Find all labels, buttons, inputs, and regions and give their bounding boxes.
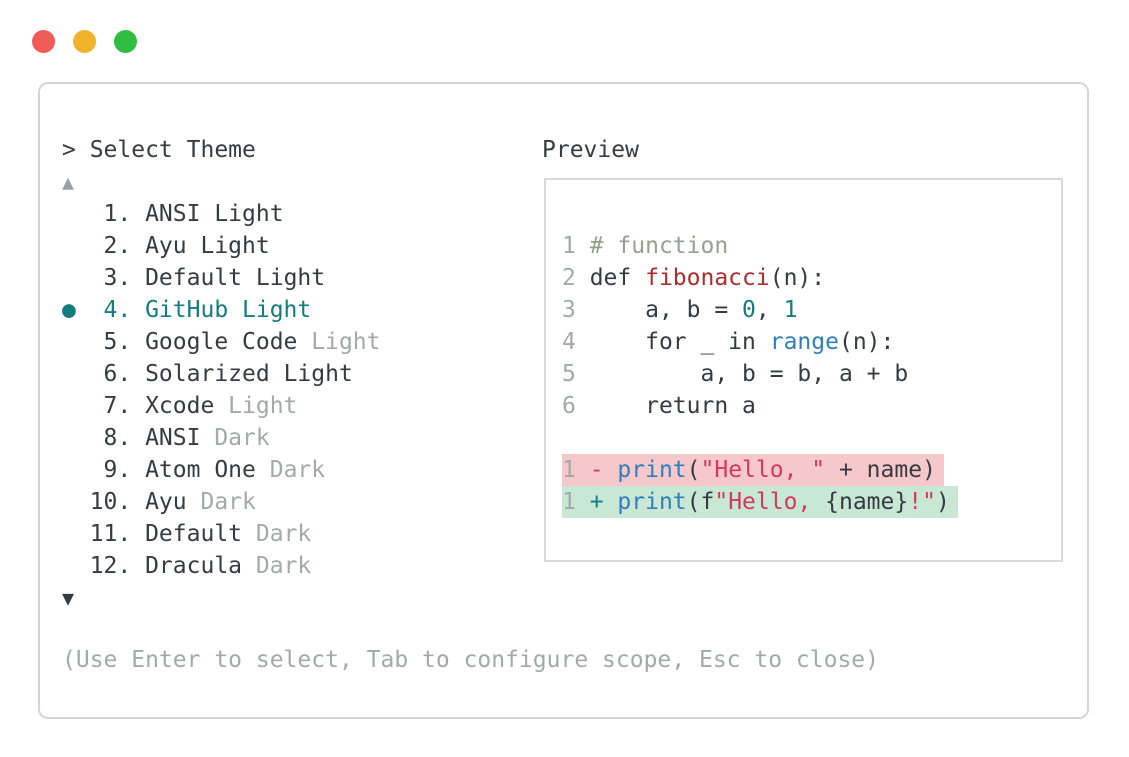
preview-box: 1 # function 2 def fibonacci(n): 3 a, b = … (544, 178, 1063, 562)
theme-select-column: > Select Theme ▲ 1. ANSI Light 2. Ayu Li… (62, 134, 381, 614)
code-preview: 1 # function 2 def fibonacci(n): 3 a, b = … (562, 230, 1061, 518)
theme-item-12[interactable]: 12. Dracula Dark (62, 553, 312, 579)
code-line: 5 a, b = b, a + b (562, 361, 909, 387)
scroll-up-icon[interactable]: ▲ (62, 170, 75, 194)
code-line: 4 for _ in range(n): (562, 329, 895, 355)
code-line: 3 a, b = 0, 1 (562, 297, 798, 323)
window-controls (32, 30, 137, 53)
close-button[interactable] (32, 30, 55, 53)
theme-item-1[interactable]: 1. ANSI Light (62, 201, 284, 227)
code-line-added: 1 + print(f"Hello, {name}!") (562, 486, 1061, 518)
preview-title: Preview (542, 137, 639, 163)
theme-item-5[interactable]: 5. Google Code Light (62, 329, 381, 355)
theme-item-9[interactable]: 9. Atom One Dark (62, 457, 326, 483)
select-theme-prompt: > Select Theme (62, 137, 256, 163)
code-line (562, 422, 1061, 454)
theme-item-11[interactable]: 11. Default Dark (62, 521, 312, 547)
scroll-down-icon[interactable]: ▼ (62, 586, 75, 610)
theme-item-2[interactable]: 2. Ayu Light (62, 233, 270, 259)
code-line-removed: 1 - print("Hello, " + name) (562, 454, 1061, 486)
theme-item-7[interactable]: 7. Xcode Light (62, 393, 298, 419)
theme-item-8[interactable]: 8. ANSI Dark (62, 425, 270, 451)
footer-hint: (Use Enter to select, Tab to configure s… (62, 647, 879, 673)
theme-item-10[interactable]: 10. Ayu Dark (62, 489, 256, 515)
theme-item-6[interactable]: 6. Solarized Light (62, 361, 353, 387)
code-line: 1 # function (562, 233, 729, 259)
theme-item-3[interactable]: 3. Default Light (62, 265, 326, 291)
theme-item-4[interactable]: ● 4. GitHub Light (62, 297, 312, 323)
code-line: 2 def fibonacci(n): (562, 265, 826, 291)
zoom-button[interactable] (114, 30, 137, 53)
code-line: 6 return a (562, 393, 756, 419)
theme-picker-panel: > Select Theme ▲ 1. ANSI Light 2. Ayu Li… (38, 82, 1089, 719)
theme-list: 1. ANSI Light 2. Ayu Light 3. Default Li… (62, 198, 381, 582)
minimize-button[interactable] (73, 30, 96, 53)
